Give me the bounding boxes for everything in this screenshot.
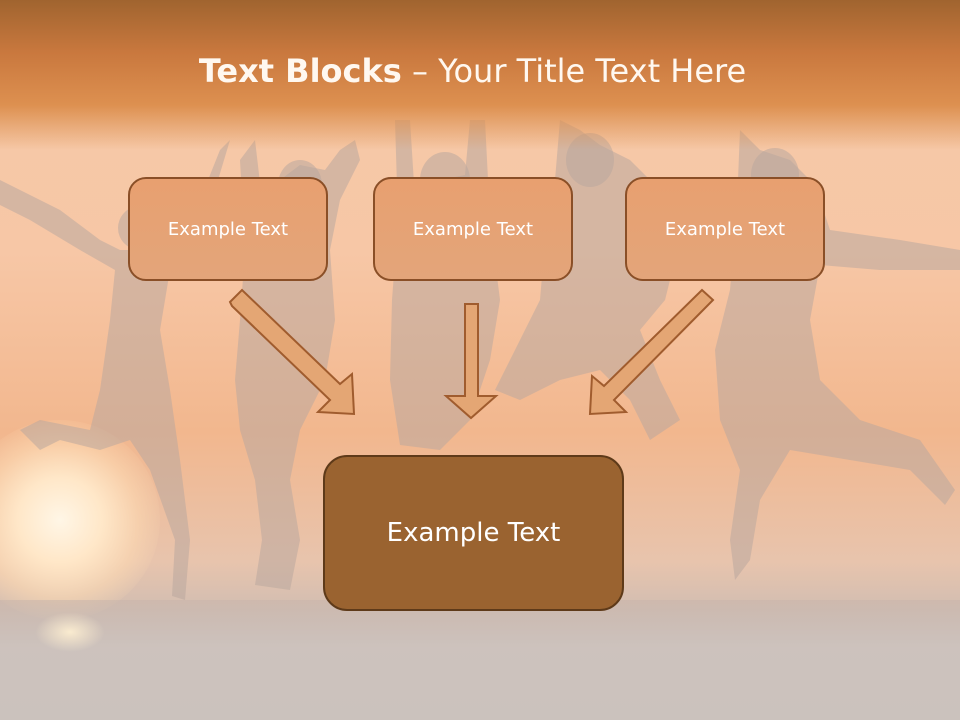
title-band — [0, 0, 960, 150]
title-separator: – — [401, 52, 439, 90]
arrow-right-diagonal — [588, 288, 715, 416]
text-block-bottom-label: Example Text — [386, 518, 561, 548]
slide-title: Text Blocks – Your Title Text Here — [0, 52, 945, 90]
text-block-bottom[interactable]: Example Text — [323, 455, 624, 611]
sun-glow — [0, 420, 160, 620]
text-block-top-right[interactable]: Example Text — [625, 177, 825, 281]
sea-background — [0, 600, 960, 720]
arrow-left-diagonal — [228, 288, 356, 416]
text-block-top-center[interactable]: Example Text — [373, 177, 573, 281]
sun-reflection — [35, 612, 105, 652]
text-block-top-center-label: Example Text — [412, 218, 534, 240]
text-block-top-right-label: Example Text — [664, 218, 786, 240]
title-bold-part: Text Blocks — [198, 52, 402, 90]
text-block-top-left-label: Example Text — [167, 218, 289, 240]
title-rest-part: Your Title Text Here — [438, 52, 747, 90]
text-block-top-left[interactable]: Example Text — [128, 177, 328, 281]
arrow-center-down — [443, 303, 499, 420]
